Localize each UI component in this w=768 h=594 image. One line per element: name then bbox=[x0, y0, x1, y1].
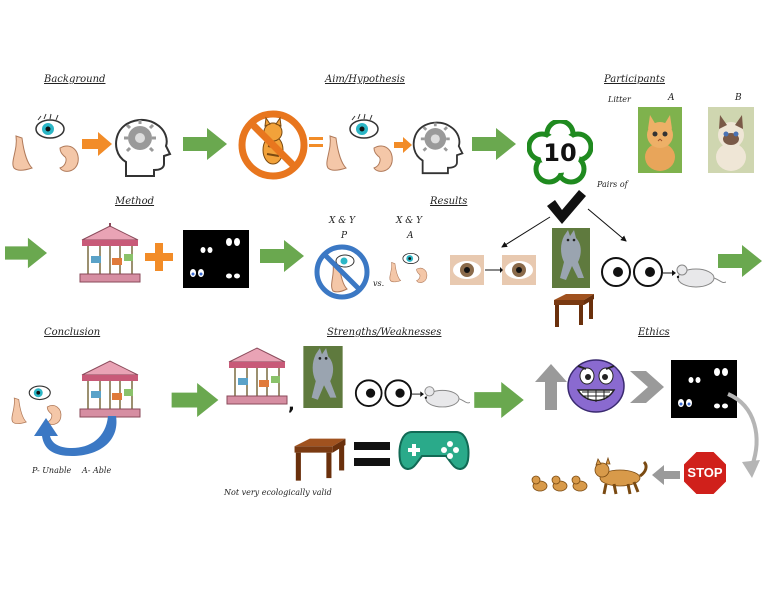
equals-sign-icon bbox=[309, 135, 323, 149]
no-senses-icon bbox=[313, 243, 371, 301]
orange-arrow-icon bbox=[394, 137, 412, 153]
table-icon bbox=[552, 292, 596, 328]
senses-icon-group bbox=[322, 112, 396, 176]
ecological-validity-note: Not very ecologically valid bbox=[224, 488, 332, 497]
vs-label: vs. bbox=[373, 279, 385, 288]
dark-eyes-image bbox=[183, 230, 249, 288]
stop-sign-text: STOP bbox=[687, 465, 723, 480]
header-background: Background bbox=[44, 74, 106, 85]
pairs-of-label: Pairs of bbox=[597, 180, 628, 189]
eye-icon bbox=[28, 385, 51, 401]
equals-sign-icon bbox=[354, 441, 390, 467]
xy-p-label: X & Y bbox=[329, 216, 356, 226]
ten-flower-icon: 10 bbox=[527, 120, 593, 186]
grey-chevron-icon bbox=[630, 371, 664, 403]
grey-left-arrow-icon bbox=[652, 465, 680, 485]
nose-icon bbox=[326, 135, 347, 171]
header-method: Method bbox=[115, 196, 155, 207]
ear-icon bbox=[59, 145, 79, 172]
green-arrow-icon bbox=[718, 244, 762, 278]
kitten-b-label: B bbox=[735, 93, 742, 103]
branch-arrows bbox=[490, 205, 640, 255]
green-arrow-icon bbox=[171, 383, 219, 417]
comma-glyph: , bbox=[288, 394, 295, 415]
carousel-icon bbox=[225, 344, 289, 408]
head-brain-icon bbox=[410, 118, 466, 176]
kitten-b-image bbox=[708, 107, 754, 173]
game-controller-icon bbox=[398, 426, 470, 472]
no-cat-icon bbox=[238, 110, 308, 180]
jumping-cat-image bbox=[552, 228, 590, 288]
plus-icon bbox=[145, 243, 173, 271]
p-label: P bbox=[341, 231, 348, 241]
eye-icon bbox=[349, 113, 379, 139]
table-icon bbox=[292, 436, 348, 482]
ear-icon bbox=[416, 267, 428, 283]
eye-icon bbox=[35, 113, 65, 139]
stressed-face-icon bbox=[566, 356, 626, 414]
grey-up-arrow-icon bbox=[535, 364, 567, 410]
header-participants: Participants bbox=[604, 74, 665, 85]
eye-icon bbox=[402, 252, 420, 265]
litter-label: Litter bbox=[608, 95, 631, 104]
curved-blue-arrow-icon bbox=[28, 412, 128, 464]
nose-icon bbox=[11, 397, 27, 425]
header-results: Results bbox=[430, 196, 468, 207]
xy-a-label: X & Y bbox=[396, 216, 423, 226]
green-arrow-icon bbox=[259, 240, 305, 272]
green-arrow-icon bbox=[472, 128, 516, 160]
green-arrow-icon bbox=[183, 128, 227, 160]
orange-arrow-icon bbox=[82, 131, 112, 157]
green-arrow-icon bbox=[473, 382, 525, 418]
a-label: A bbox=[407, 231, 414, 241]
dark-eyes-image bbox=[671, 360, 737, 418]
eyes-to-mouse-icon bbox=[600, 256, 726, 292]
check-mark-icon bbox=[545, 188, 587, 226]
p-unable-label: P- Unable bbox=[32, 466, 72, 475]
senses-icon-group bbox=[8, 112, 82, 176]
a-able-label: A- Able bbox=[82, 466, 112, 475]
senses-icon-group bbox=[8, 380, 64, 428]
eyes-to-mouse-icon bbox=[354, 378, 470, 412]
green-arrow-icon bbox=[5, 237, 47, 269]
header-conclusion: Conclusion bbox=[44, 327, 101, 338]
real-eyes-image bbox=[450, 255, 536, 285]
head-brain-icon bbox=[112, 116, 174, 178]
ear-icon bbox=[373, 145, 393, 172]
kitten-a-label: A bbox=[668, 93, 675, 103]
header-aim: Aim/Hypothesis bbox=[325, 74, 405, 85]
carousel-icon bbox=[78, 357, 142, 421]
stop-sign-icon: STOP bbox=[682, 450, 728, 496]
mouse-icon bbox=[424, 386, 470, 408]
nose-icon bbox=[12, 135, 33, 171]
jumping-cat-image bbox=[302, 346, 344, 408]
senses-icon-group bbox=[387, 246, 429, 288]
cats-group-icon bbox=[530, 456, 650, 496]
mouse-icon bbox=[676, 264, 726, 288]
header-strengths: Strengths/Weaknesses bbox=[327, 327, 442, 338]
participant-count: 10 bbox=[543, 139, 577, 167]
kitten-a-image bbox=[638, 107, 682, 173]
nose-icon bbox=[389, 262, 402, 283]
header-ethics: Ethics bbox=[638, 327, 670, 338]
carousel-icon bbox=[78, 222, 142, 286]
curved-grey-arrow-icon bbox=[722, 392, 766, 484]
